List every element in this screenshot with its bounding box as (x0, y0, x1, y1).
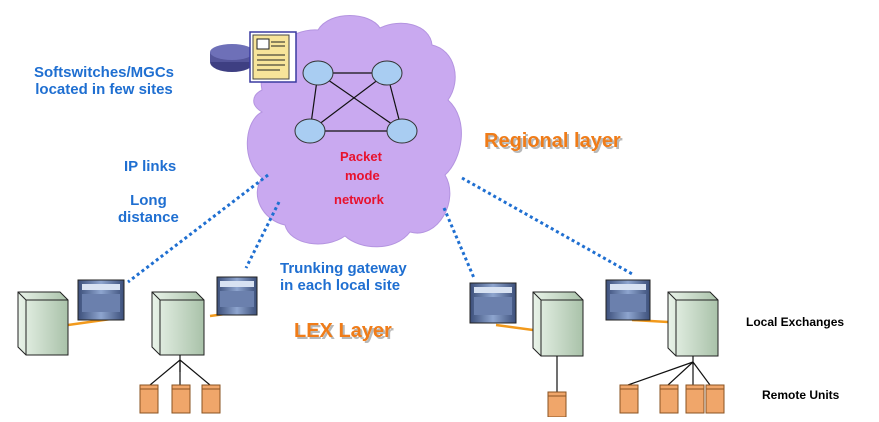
router-node (294, 118, 326, 144)
exchange-icon (667, 291, 719, 357)
remote-unit-icon (171, 384, 191, 414)
remote-units (139, 384, 725, 418)
local-exchanges (17, 291, 719, 357)
router-node (386, 118, 418, 144)
gateway-icon (216, 276, 258, 316)
trunking-gateways (77, 276, 651, 324)
softswitches-label: Softswitches/MGCs located in few sites (34, 64, 175, 99)
local-exchanges-label: Local Exchanges (746, 315, 845, 329)
ip-link (127, 173, 269, 284)
exchange-icon (17, 291, 69, 356)
network-label: network (334, 192, 384, 207)
exchange-icon (532, 291, 584, 357)
remote-unit-icon (659, 384, 679, 414)
trunking-gateway-label: Trunking gateway in each local site (280, 260, 407, 295)
mode-label: mode (345, 168, 380, 183)
remote-unit-icon (705, 384, 725, 414)
packet-label: Packet (340, 149, 382, 164)
router-node (371, 60, 403, 86)
remote-unit-icon (547, 391, 567, 418)
remote-units-label: Remote Units (762, 388, 840, 402)
lex-layer-label: LEX Layer (294, 320, 392, 342)
router-node (302, 60, 334, 86)
long-distance-label: Long distance (118, 192, 179, 227)
router-nodes (294, 60, 418, 144)
gateway-icon (469, 282, 517, 324)
ip-links (127, 173, 635, 284)
ip-link (461, 176, 635, 277)
softswitch-server-icon (210, 31, 297, 83)
gateway-icon (77, 279, 125, 321)
remote-unit-links (149, 355, 711, 392)
regional-layer-label: Regional layer (484, 130, 621, 152)
ip-link (244, 201, 281, 269)
ip-links-label: IP links (124, 158, 177, 175)
remote-unit-icon (139, 384, 159, 414)
exchange-icon (151, 291, 205, 356)
remote-unit-icon (201, 384, 221, 414)
gateway-icon (605, 279, 651, 321)
ip-link (442, 207, 476, 279)
remote-unit-icon (685, 384, 705, 414)
remote-unit-icon (619, 384, 639, 414)
